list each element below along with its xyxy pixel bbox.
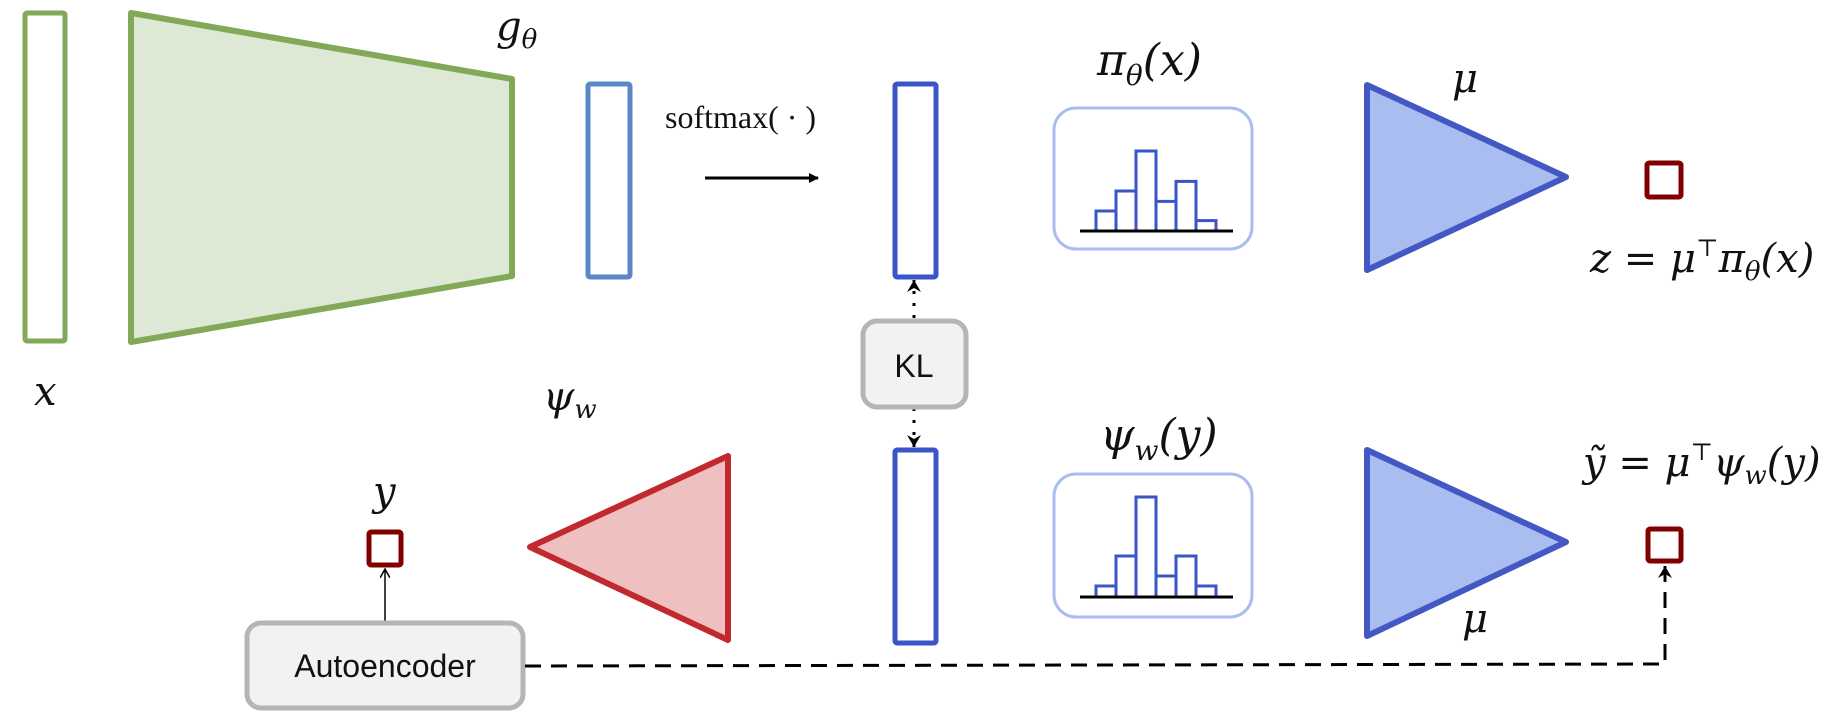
pi-theta-histogram-bar xyxy=(1134,149,1158,233)
label-z-formula: z = μ⊤πθ(x) xyxy=(1589,236,1814,287)
label-autoencoder: Autoencoder xyxy=(294,648,476,684)
decoder-mu-top xyxy=(1364,82,1569,273)
psi-w-histogram-bar xyxy=(1154,574,1178,599)
psi-w-histogram-bar xyxy=(1114,554,1138,599)
label-g-theta: gθ xyxy=(496,4,538,55)
output-z xyxy=(1644,160,1684,200)
label-mu-bottom: μ xyxy=(1462,596,1488,642)
output-y-tilde xyxy=(1645,526,1684,564)
label-pi-theta-x: πθ(x) xyxy=(1096,35,1202,92)
label-softmax: softmax( · ) xyxy=(665,99,816,135)
psi-w-histogram-bar xyxy=(1094,584,1118,599)
pi-theta-histogram-bar xyxy=(1154,199,1178,233)
psi-w-histogram-bar xyxy=(1194,584,1218,599)
psi-w-histogram xyxy=(1080,495,1233,599)
label-mu-top: μ xyxy=(1452,56,1478,102)
psi-w-histogram-bar xyxy=(1174,554,1198,599)
pi-theta-histogram-bar xyxy=(1094,209,1118,233)
pi-theta-histogram xyxy=(1080,149,1233,233)
label-ytilde-formula: ỹ = μ⊤ψw(y) xyxy=(1581,440,1821,491)
kl-box xyxy=(860,318,969,410)
pi-theta-vector xyxy=(892,81,939,280)
decoder-mu-bottom xyxy=(1364,447,1569,639)
pi-theta-histogram-bar xyxy=(1174,179,1198,233)
encoder-psi-w xyxy=(527,453,731,643)
target-y xyxy=(366,529,404,568)
psi-w-vector xyxy=(892,447,939,646)
label-kl: KL xyxy=(894,348,933,384)
input-vector-x xyxy=(22,10,68,344)
psi-w-histogram-bar xyxy=(1134,495,1158,599)
pi-theta-histogram-bar xyxy=(1114,189,1138,233)
logits-vector xyxy=(585,81,633,280)
label-y: y xyxy=(371,469,397,515)
autoencoder-box xyxy=(244,620,526,711)
label-psi-w: ψw xyxy=(543,374,597,425)
label-psi-w-y: ψw(y) xyxy=(1100,410,1218,467)
autoencoder-to-ytilde-dashed-arrow xyxy=(524,566,1672,668)
pi-theta-histogram-bar xyxy=(1194,219,1218,233)
encoder-g-theta xyxy=(128,10,515,345)
label-x: x xyxy=(34,369,57,415)
